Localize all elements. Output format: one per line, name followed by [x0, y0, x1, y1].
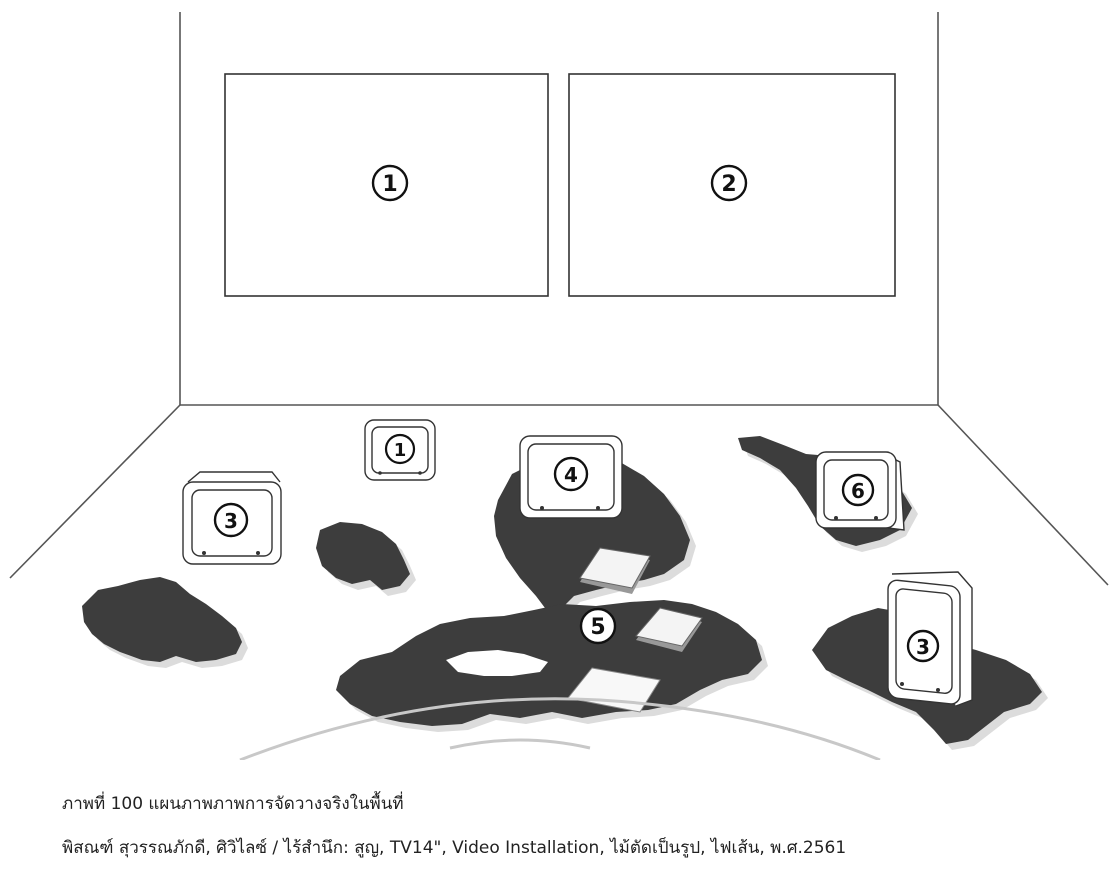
installation-diagram: 1 2 5 [0, 0, 1110, 760]
tv-6: 6 [816, 452, 904, 530]
wall-screen-1: 1 [225, 74, 548, 296]
floor-label-1: 1 [394, 440, 407, 461]
tv-1: 1 [365, 420, 435, 480]
wall-label-1: 1 [382, 172, 397, 197]
wall-screen-2: 2 [569, 74, 895, 296]
caption-credit: พิสณฑ์ สุวรรณภักดี, ศิวิไลซ์ / ไร้สำนึก:… [62, 834, 846, 861]
floor-label-4: 4 [564, 463, 578, 487]
tv-3-right: 3 [888, 572, 972, 706]
tv-3-left: 3 [183, 472, 281, 564]
floor-label-3-right: 3 [916, 635, 930, 659]
floor-label-6: 6 [851, 479, 865, 503]
floor-label-3-left: 3 [224, 509, 238, 533]
floor-label-5: 5 [590, 615, 605, 640]
wall-label-2: 2 [721, 172, 736, 197]
tv-4: 4 [520, 436, 622, 518]
caption-title: ภาพที่ 100 แผนภาพภาพการจัดวางจริงในพื้นท… [62, 790, 404, 817]
